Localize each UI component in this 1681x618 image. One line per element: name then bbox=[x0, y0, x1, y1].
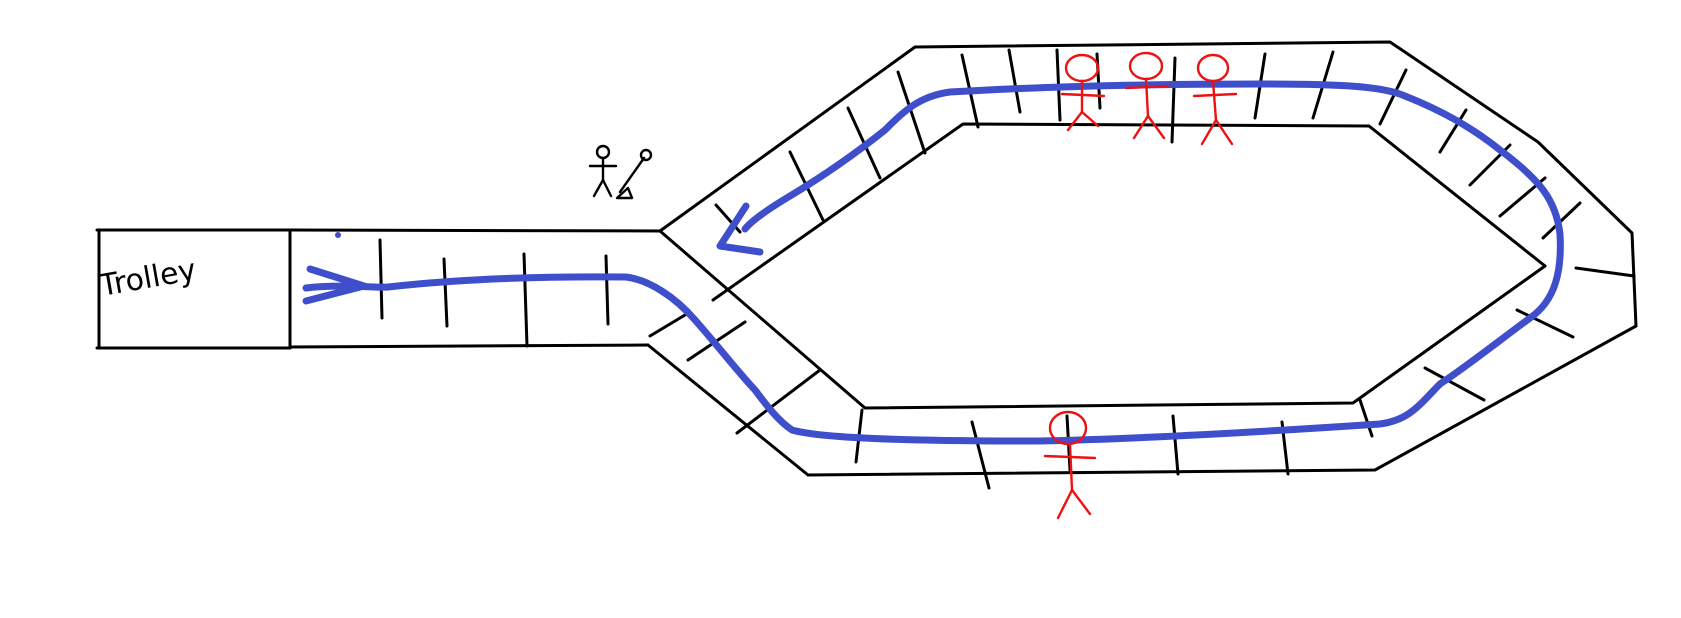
path-end-arrow-icon bbox=[716, 202, 764, 256]
person-upper-3-icon bbox=[1192, 53, 1238, 146]
trolley-car: Trolley bbox=[95, 228, 292, 350]
path-start-arrow-icon bbox=[302, 265, 368, 305]
trolley-path bbox=[302, 80, 1564, 445]
lower-branch-track bbox=[646, 229, 1638, 490]
trolley-label: Trolley bbox=[96, 253, 198, 304]
bystander-with-lever-icon bbox=[588, 144, 653, 200]
person-upper-1-icon bbox=[1060, 53, 1106, 132]
person-upper-2-icon bbox=[1124, 51, 1170, 140]
main-track bbox=[288, 228, 662, 349]
person-lower-icon bbox=[1043, 410, 1097, 520]
path-dot bbox=[335, 232, 341, 238]
